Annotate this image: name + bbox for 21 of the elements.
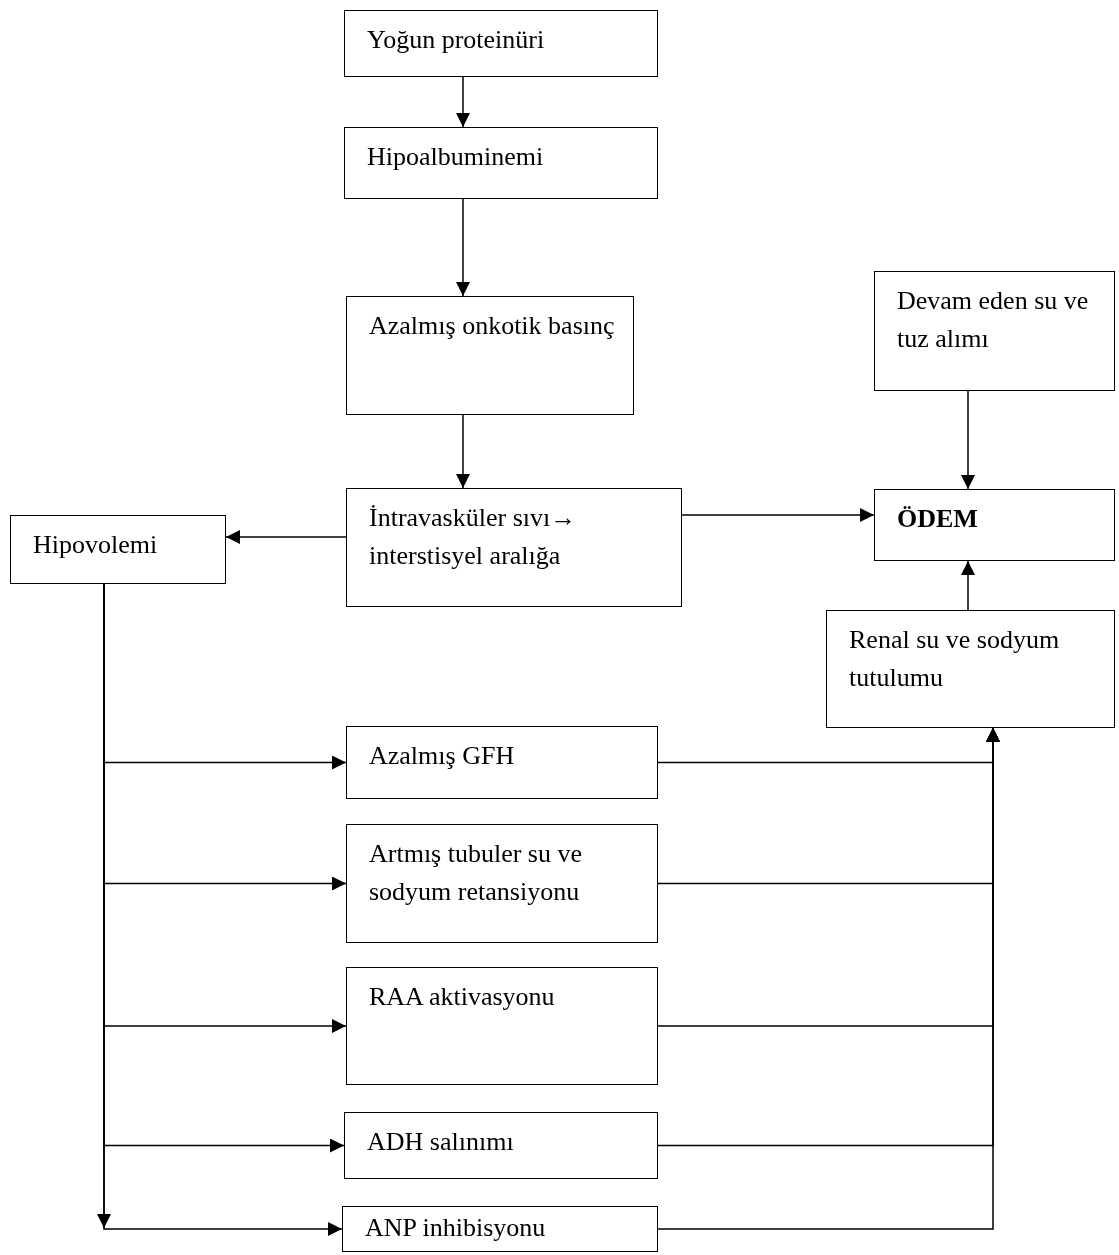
process-box: Hipoalbuminemi — [344, 127, 658, 199]
process-box: RAA aktivasyonu — [346, 967, 658, 1085]
process-box: İntravasküler sıvı→ interstisyel aralığa — [346, 488, 682, 607]
process-box: ANP inhibisyonu — [342, 1206, 658, 1252]
process-box: ÖDEM — [874, 489, 1115, 561]
process-box: Azalmış onkotik basınç — [346, 296, 634, 415]
arrow — [456, 198, 470, 297]
arrow — [225, 530, 347, 544]
process-box: Artmış tubuler su ve sodyum retansiyonu — [346, 824, 658, 943]
process-box: Devam eden su ve tuz alımı — [874, 271, 1115, 391]
process-box: ADH salınımı — [344, 1112, 658, 1179]
arrow — [456, 414, 470, 489]
process-box: Azalmış GFH — [346, 726, 658, 799]
arrow — [657, 727, 1000, 1230]
arrow — [961, 390, 975, 490]
arrow — [961, 560, 975, 611]
process-box: Hipovolemi — [10, 515, 226, 584]
process-box: Renal su ve sodyum tutulumu — [826, 610, 1115, 728]
arrow — [681, 508, 875, 522]
arrow — [456, 76, 470, 128]
process-box: Yoğun proteinüri — [344, 10, 658, 77]
